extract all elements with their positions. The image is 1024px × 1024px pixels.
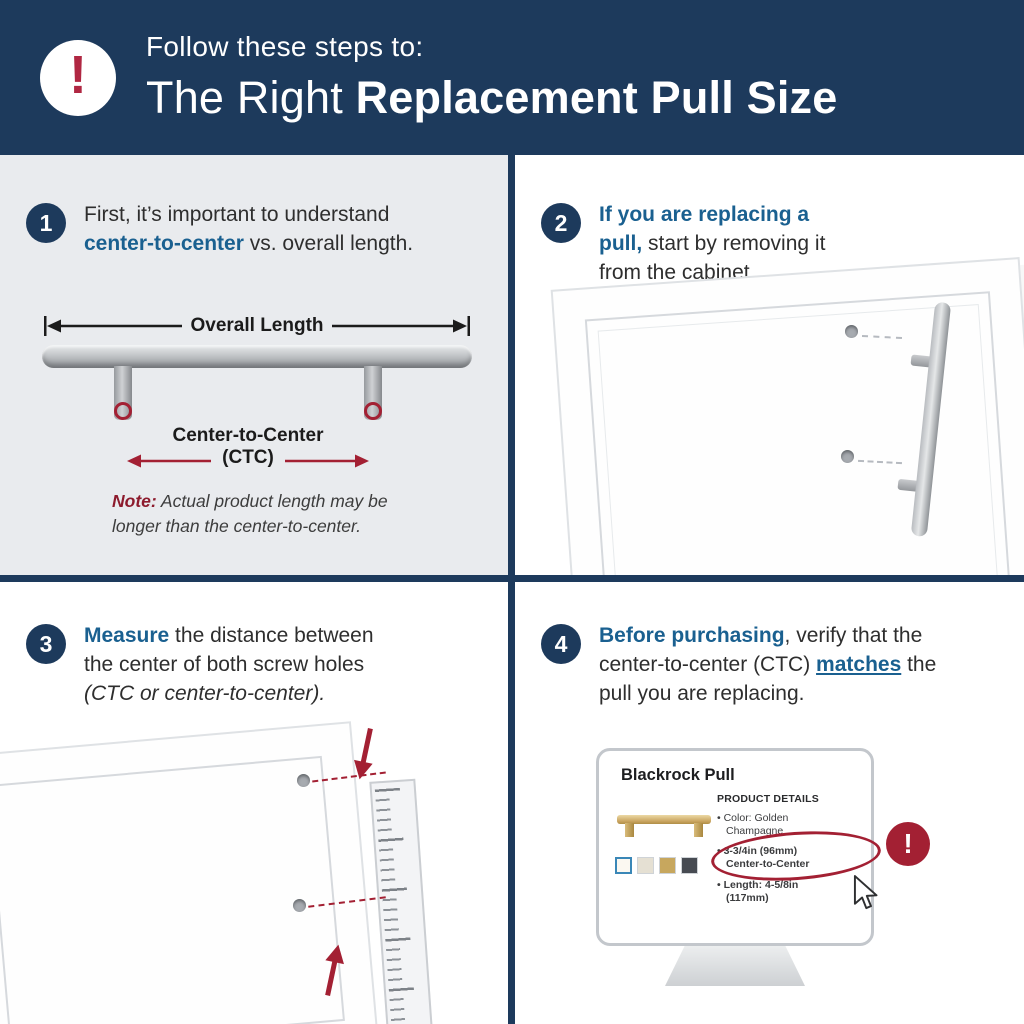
bullet-length: • Length: 4-5/8in (117mm)	[717, 878, 799, 904]
header-band: ! Follow these steps to: The Right Repla…	[0, 0, 1024, 155]
screw-highlight-ring-right	[364, 402, 382, 420]
arrow-down-icon	[354, 728, 373, 780]
step1-text-highlight: center-to-center	[84, 231, 244, 255]
steps-grid: 1 First, it’s important to understand ce…	[0, 155, 1024, 1024]
ruler-major-ticks	[374, 787, 417, 1023]
step4-text: Before purchasing, verify that the cente…	[599, 622, 971, 709]
title-bold: Replacement Pull Size	[355, 72, 838, 123]
exclamation-icon: !	[903, 828, 913, 859]
step2-panel: 2 If you are replacing a pull, start by …	[515, 155, 1024, 575]
alert-circle: !	[40, 39, 116, 116]
pull-bar-graphic	[42, 345, 472, 368]
screw-hole-top	[297, 774, 310, 787]
header-eyebrow: Follow these steps to:	[146, 31, 424, 62]
step2-text-highlight: If you are replacing a pull,	[599, 203, 810, 255]
arrow-up-icon	[325, 944, 344, 996]
title-regular: The Right	[146, 72, 356, 123]
screw-highlight-ring-left	[114, 402, 132, 420]
step4-text-a: , verify that the center-to-center (CTC)	[599, 624, 923, 676]
step4-text-highlight: Before purchasing	[599, 624, 785, 647]
overall-length-arrow-icon	[44, 316, 470, 336]
step4-panel: 4 Before purchasing, verify that the cen…	[515, 582, 1024, 1024]
screw-hole-top	[845, 325, 858, 338]
step1-panel: 1 First, it’s important to understand ce…	[0, 155, 508, 575]
thumbnail	[637, 857, 654, 874]
product-pull-image	[617, 815, 711, 841]
step3-text-italic: (CTC or center-to-center).	[84, 681, 326, 705]
step4-text-b: the pull you are replacing.	[599, 652, 937, 705]
step3-text-highlight: Measure	[84, 624, 170, 647]
product-details-heading: PRODUCT DETAILS	[717, 793, 819, 805]
step3-text-a: the distance between the center of both …	[84, 624, 374, 676]
product-title: Blackrock Pull	[621, 766, 735, 784]
cursor-icon	[853, 875, 878, 910]
step1-text: First, it’s important to understand cent…	[84, 201, 446, 259]
step3-text: Measure the distance between the center …	[84, 622, 406, 709]
ctc-arrow-icon	[127, 454, 369, 468]
header-text: Follow these steps to: The Right Replace…	[146, 31, 837, 124]
step4-text-matches: matches	[816, 652, 902, 676]
step4-number-badge: 4	[541, 624, 581, 664]
ruler-graphic	[369, 778, 433, 1024]
product-pull-bar	[617, 815, 711, 824]
note-body: Actual product length may be longer than…	[112, 491, 388, 537]
exclamation-icon: !	[69, 44, 87, 105]
note-label: Note:	[112, 491, 157, 511]
product-pull-foot-right	[694, 823, 703, 837]
thumbnail	[681, 857, 698, 874]
bullet-color: • Color: Golden Champagne	[717, 812, 789, 838]
overall-length-label: Overall Length	[190, 315, 324, 336]
step2-number-badge: 2	[541, 203, 581, 243]
screw-hole-bottom	[293, 899, 306, 912]
page-title: The Right Replacement Pull Size	[146, 72, 837, 124]
bullet-ctc: • 3-3/4in (96mm) Center-to-Center	[717, 845, 810, 871]
cabinet-door-frame-line	[0, 755, 345, 1024]
product-details-column: PRODUCT DETAILS • Color: Golden Champagn…	[717, 793, 867, 905]
monitor-stand	[665, 946, 805, 986]
step1-number-badge: 1	[26, 203, 66, 243]
pull-dimension-diagram: Overall Length Center-to-Center (CTC)	[42, 313, 472, 483]
ctc-label: Center-to-Center	[172, 425, 324, 446]
thumbnail	[659, 857, 676, 874]
screw-hole-bottom	[841, 450, 854, 463]
step3-panel: 3 Measure the distance between the cente…	[0, 582, 508, 1024]
monitor-graphic: Blackrock Pull PRODUCT DETAILS • Color: …	[596, 748, 874, 946]
thumbnail-selected	[615, 857, 632, 874]
product-thumbnails	[615, 857, 698, 874]
step1-text-a: First, it’s important to understand	[84, 203, 390, 226]
alert-circle-small: !	[886, 822, 930, 866]
step1-note: Note: Actual product length may be longe…	[112, 489, 434, 540]
step1-text-b: vs. overall length.	[243, 231, 414, 255]
ctc-abbr-label: (CTC)	[222, 447, 274, 468]
product-pull-foot-left	[625, 823, 634, 837]
step3-number-badge: 3	[26, 624, 66, 664]
